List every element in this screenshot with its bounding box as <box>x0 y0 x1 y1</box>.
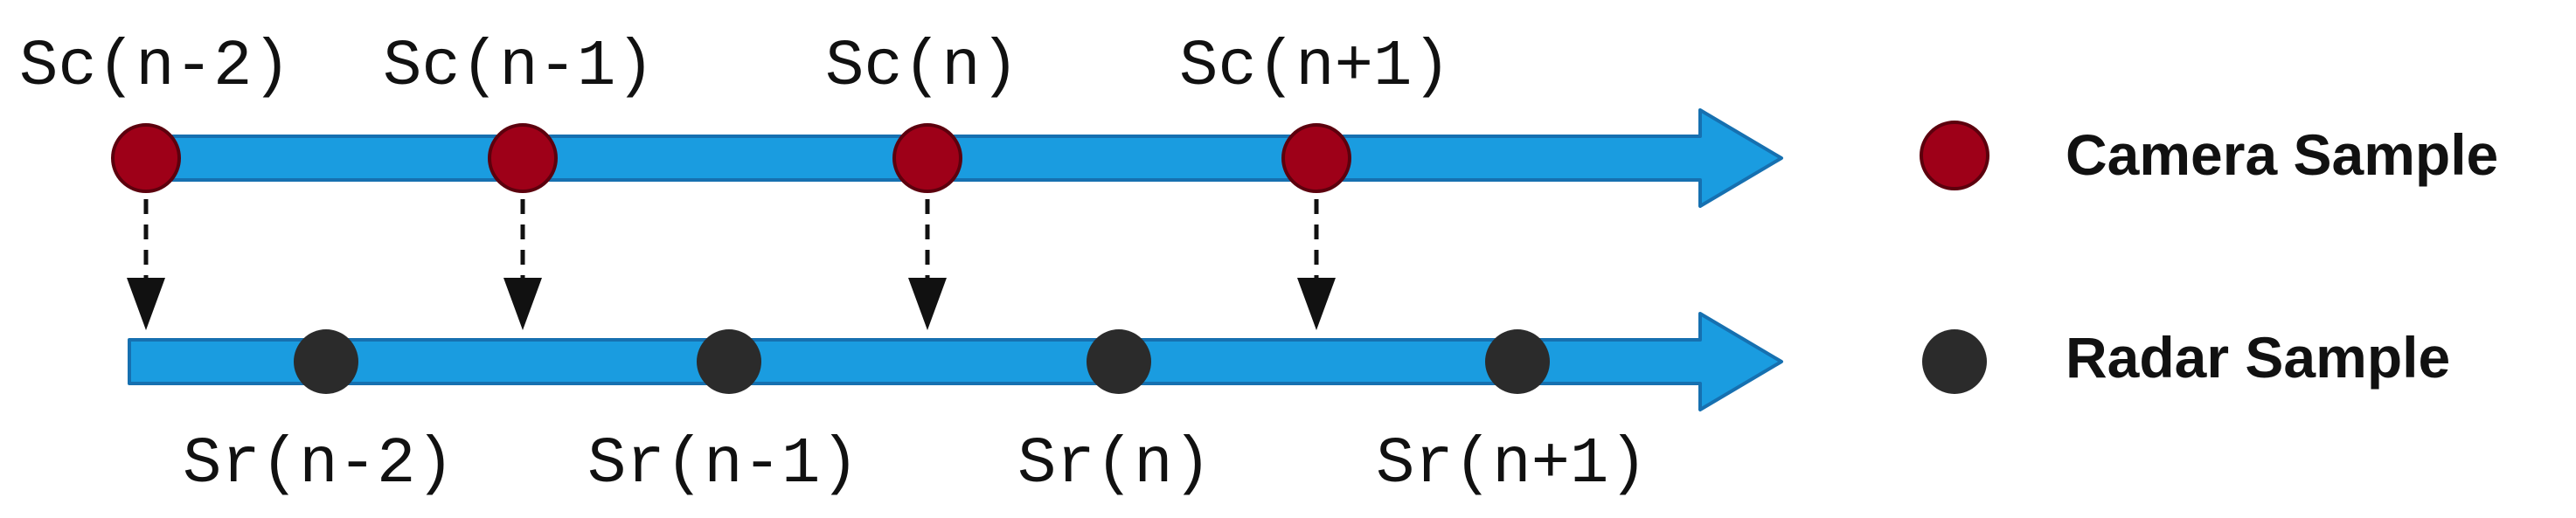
mapping-arrow <box>503 199 542 330</box>
radar-sample-labels: Sr(n-2) Sr(n-1) Sr(n) Sr(n+1) <box>183 428 1648 501</box>
radar-sample-dot <box>1087 329 1151 394</box>
camera-sample-label: Sc(n-2) <box>19 31 291 104</box>
legend-radar-label: Radar Sample <box>2066 325 2450 390</box>
camera-sample-label: Sc(n) <box>825 31 1019 104</box>
radar-timeline-arrow <box>128 312 1783 411</box>
legend-camera-swatch <box>1920 121 1989 190</box>
radar-sample-label: Sr(n-1) <box>587 428 859 501</box>
camera-sample-dot <box>111 123 181 193</box>
camera-sample-dot <box>488 123 558 193</box>
camera-sample-label: Sc(n+1) <box>1179 31 1451 104</box>
camera-sample-label: Sc(n-1) <box>383 31 655 104</box>
radar-sample-dot <box>697 329 761 394</box>
mapping-arrow <box>1297 199 1336 330</box>
legend: Camera Sample Radar Sample <box>1920 121 2498 394</box>
legend-radar-swatch <box>1922 329 1987 394</box>
radar-sample-label: Sr(n) <box>1017 428 1212 501</box>
legend-camera-label: Camera Sample <box>2066 122 2498 187</box>
radar-samples <box>294 329 1550 394</box>
radar-sample-label: Sr(n-2) <box>183 428 455 501</box>
camera-sample-dot <box>1281 123 1351 193</box>
mapping-arrow <box>127 199 165 330</box>
mapping-arrows <box>127 199 1336 330</box>
radar-sample-label: Sr(n+1) <box>1376 428 1648 501</box>
mapping-arrow <box>908 199 947 330</box>
camera-sample-dot <box>892 123 962 193</box>
radar-sample-dot <box>294 329 358 394</box>
camera-sample-labels: Sc(n-2) Sc(n-1) Sc(n) Sc(n+1) <box>19 31 1451 104</box>
radar-sample-dot <box>1485 329 1550 394</box>
camera-samples <box>111 123 1351 193</box>
